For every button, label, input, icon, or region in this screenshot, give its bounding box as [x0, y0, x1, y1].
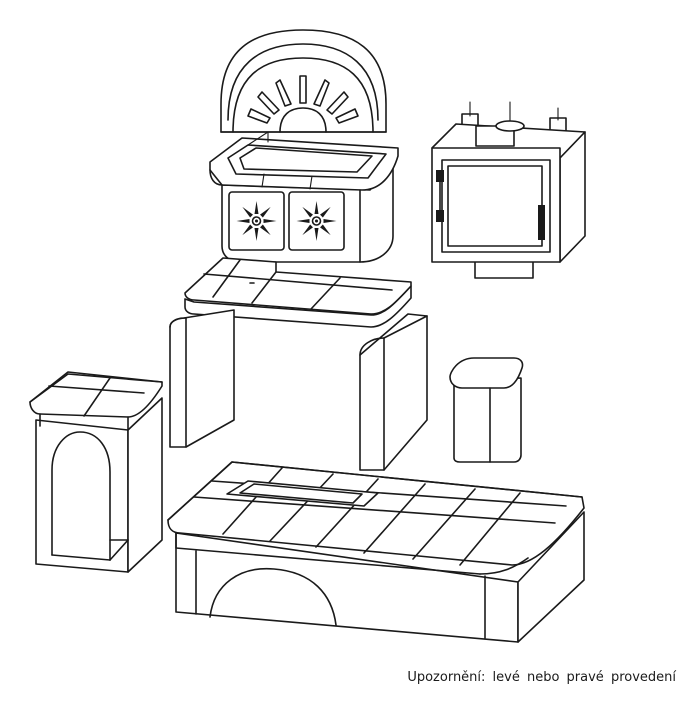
burner-rosette-icon	[236, 201, 277, 241]
arched-side-cabinet	[29, 371, 163, 573]
cooking-unit	[209, 131, 399, 263]
variant-note: Upozornění: levé nebo pravé provedení	[407, 670, 676, 685]
left-side-panel	[169, 309, 235, 448]
fireplace-insert	[431, 101, 586, 279]
middle-slab	[184, 257, 412, 328]
base-unit	[167, 461, 585, 643]
burner-rosette-icon	[296, 201, 337, 241]
dome-hood	[220, 29, 387, 133]
right-side-panel	[359, 313, 428, 471]
small-tile-block	[449, 357, 524, 463]
vent-slots	[247, 75, 359, 124]
